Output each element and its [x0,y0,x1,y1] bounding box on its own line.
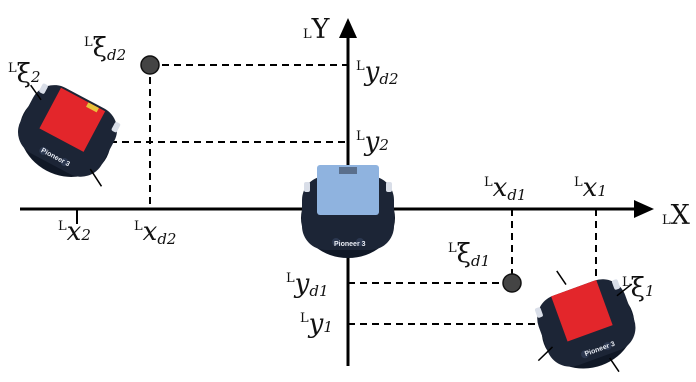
follower-robot-1-top [551,279,613,342]
xd2-label: Lxd2 [134,217,176,248]
yd2-label: Lyd2 [356,57,399,88]
x1-label: Lx1 [574,173,607,203]
robot-brand-label: Pioneer 3 [334,241,366,248]
follower-robot-2: Pioneer 3 [4,76,127,193]
xid1-label: Lξd1 [448,239,490,270]
xi1-label: Lξ1 [622,273,655,303]
leader-robot: Pioneer 3 [301,165,395,258]
xi2-label: Lξ2 [8,59,41,89]
x-axis-label: LX [662,200,691,231]
projection-lines [110,64,597,325]
target-point-d2 [140,55,160,75]
leader-robot-top [317,165,379,215]
target-point-d1 [502,273,522,293]
y1-label: Ly1 [300,309,333,339]
yd1-label: Lyd1 [286,269,329,300]
xid2-label: Lξd2 [84,33,126,64]
y2-label: Ly2 [356,127,389,157]
xd1-label: Lxd1 [484,173,526,204]
follower-robot-1: Pioneer 3 [529,270,646,382]
y-axis-label: LY [303,14,331,45]
x2-label: Lx2 [58,217,91,247]
